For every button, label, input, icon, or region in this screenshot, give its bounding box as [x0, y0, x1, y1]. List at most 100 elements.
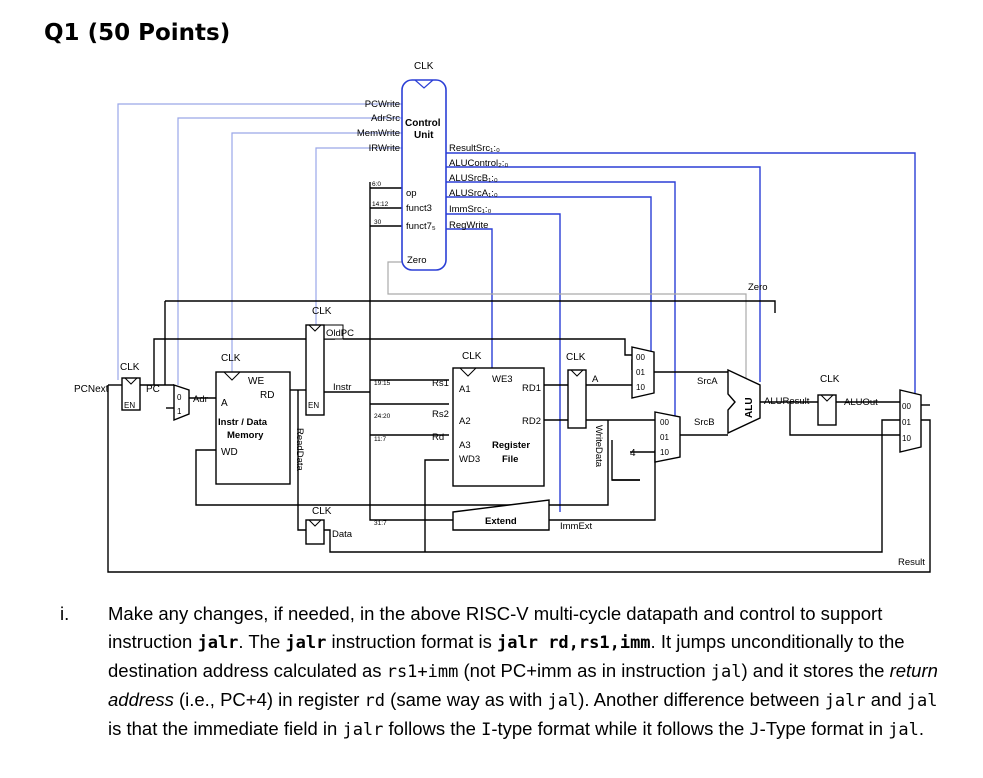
resultsrc-wire	[446, 152, 916, 395]
instr-label: Instr	[333, 382, 351, 393]
question-text: Make any changes, if needed, in the abov…	[108, 600, 948, 744]
code-jal: jal	[547, 691, 579, 711]
code-rd: rd	[364, 691, 386, 711]
pcwrite-wire	[117, 103, 402, 380]
result-label: Result	[898, 557, 925, 568]
zero-wire	[387, 261, 747, 385]
srca-label: SrcA	[697, 376, 718, 387]
question-text-part: -Type format in	[759, 718, 889, 739]
adr-mux-0: 0	[177, 393, 182, 402]
question-text-part: . It jumps unconditionally to the destin…	[108, 631, 905, 681]
file-label: File	[502, 454, 518, 465]
question-text-part: ) and it stores the	[741, 660, 890, 681]
memory-name-1: Instr / Data	[218, 417, 268, 428]
instr-en-label: EN	[308, 401, 319, 410]
question-number: i.	[60, 603, 70, 624]
result-mux-10: 10	[902, 434, 911, 443]
control-clk-label: CLK	[414, 61, 434, 72]
code-jalr: jalr	[824, 691, 866, 711]
a2-label: A2	[459, 416, 471, 427]
regwrite-wire	[446, 228, 493, 368]
control-unit-label-2: Unit	[414, 130, 434, 141]
alusrcb-wire	[446, 181, 676, 418]
ab-clk-label: CLK	[566, 352, 586, 363]
rd-bits: 11:7	[374, 436, 387, 443]
srca-mux-10: 10	[636, 383, 645, 392]
aluout-register: CLK ALUOut	[817, 374, 878, 426]
rs2-bits: 24:20	[374, 413, 391, 420]
readdata-label: ReadData	[294, 428, 305, 471]
alusrcb-label: ALUSrcB₁:₀	[449, 173, 498, 184]
srca-mux-00: 00	[636, 353, 645, 362]
question-text-part: . The	[238, 631, 286, 652]
regfile-clk-label: CLK	[462, 351, 482, 362]
rd2-label: RD2	[522, 416, 541, 427]
register-file: CLK WE3 A1 A2 A3 WD3 RD1 RD2 Register Fi…	[452, 351, 545, 487]
memory-name-2: Memory	[227, 430, 264, 441]
funct7-bits: 30	[374, 219, 382, 226]
instr-data-memory: CLK WE A RD Instr / Data Memory WD	[215, 353, 291, 485]
question-text-part: (same way as with	[385, 689, 548, 710]
writedata-label: WriteData	[593, 425, 604, 468]
alucontrol-wire	[446, 166, 761, 382]
question-text-part: ). Another difference between	[578, 689, 825, 710]
aluout-clk-label: CLK	[820, 374, 840, 385]
question-text-part: Make any changes, if needed, in the abov…	[108, 603, 883, 652]
aluresult-label: ALUResult	[764, 396, 810, 407]
aluout-label: ALUOut	[844, 397, 878, 408]
rs2-label: Rs2	[432, 409, 449, 420]
code-j: J	[749, 720, 760, 740]
code-jalr: jalr	[342, 720, 384, 740]
adr-label: Adr	[193, 394, 208, 405]
op-bits: 6:0	[372, 181, 381, 188]
question-text-part: (i.e., PC+4) in register	[173, 689, 365, 710]
data-register: CLK Data	[305, 506, 353, 545]
constant-four-label: 4	[630, 448, 636, 459]
srcb-label: SrcB	[694, 417, 715, 428]
immext-label: ImmExt	[560, 521, 593, 532]
srcb-mux-10: 10	[660, 448, 669, 457]
result-mux-00: 00	[902, 402, 911, 411]
question-text-part: and	[865, 689, 907, 710]
funct3-bits: 14:12	[372, 201, 389, 208]
code-i: I	[481, 720, 492, 740]
a3-label: A3	[459, 440, 471, 451]
immsrc-label: ImmSrc₁:₀	[449, 204, 492, 215]
rd-reg-label: Rd	[432, 432, 444, 443]
srcb-mux-00: 00	[660, 418, 669, 427]
question-text-part: (not PC+imm as in instruction	[458, 660, 711, 681]
adr-mux-1: 1	[177, 407, 182, 416]
result-mux-01: 01	[902, 418, 911, 427]
question-text-part: -type format while it follows the	[491, 718, 750, 739]
code-jalr: jalr	[197, 633, 239, 653]
oldpc-clk-label: CLK	[312, 306, 332, 317]
imm-bits: 31:7	[374, 520, 387, 527]
funct7-label: funct7₅	[406, 221, 436, 232]
we3-label: WE3	[492, 374, 513, 385]
alu-label: ALU	[744, 397, 755, 418]
pcnext-label: PCNext	[74, 384, 109, 395]
control-wires	[446, 152, 916, 512]
adrsrc-label: AdrSrc	[371, 113, 400, 124]
extend-label: Extend	[485, 516, 517, 527]
memory-wd-label: WD	[221, 447, 238, 458]
pc-register: CLK PCNext PC EN	[74, 362, 160, 411]
question-text-part: instruction format is	[326, 631, 498, 652]
rs1-label: Rs1	[432, 378, 449, 389]
irwrite-label: IRWrite	[369, 143, 400, 154]
code-jal: jal	[888, 720, 919, 740]
pcwrite-label: PCWrite	[365, 99, 400, 110]
data-clk-label: CLK	[312, 506, 332, 517]
control-zero-label: Zero	[407, 255, 427, 266]
wd3-label: WD3	[459, 454, 480, 465]
adr-mux: 0 1 Adr	[173, 384, 208, 422]
code-jal: jal	[906, 691, 938, 711]
adrsrc-wire	[177, 117, 402, 385]
alusrca-label: ALUSrcA₁:₀	[449, 188, 498, 199]
regwrite-label: RegWrite	[449, 220, 488, 231]
funct3-label: funct3	[406, 203, 432, 214]
control-unit: CLK Control Unit PCWrite AdrSrc MemWrite…	[357, 61, 508, 271]
register-label: Register	[492, 440, 530, 451]
irwrite-wire	[315, 147, 402, 400]
memwrite-wire	[231, 132, 402, 372]
